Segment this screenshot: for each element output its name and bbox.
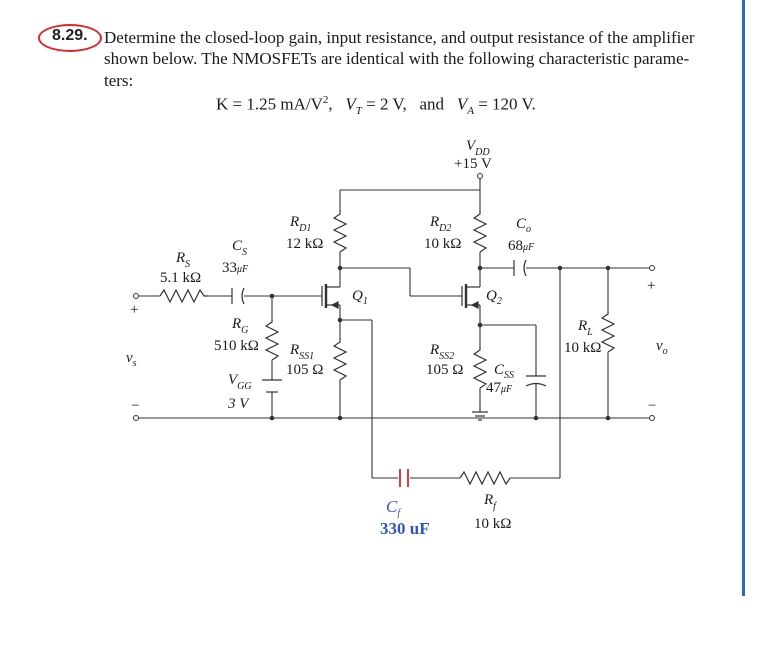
battery-vgg <box>262 379 282 393</box>
param-va-sub: A <box>467 105 474 118</box>
label-cf-name: Cf <box>386 497 401 519</box>
label-rs-value: 5.1 kΩ <box>160 270 201 286</box>
ground-symbol <box>472 405 488 421</box>
label-rss2-value: 105 Ω <box>426 362 463 378</box>
terminal-output-plus <box>649 265 655 271</box>
label-vgg-name: VGG <box>228 372 252 392</box>
terminal-output-minus <box>649 415 655 421</box>
problem-number: 8.29. <box>52 27 88 44</box>
label-rg-value: 510 kΩ <box>214 338 259 354</box>
label-vs: vs <box>126 350 137 369</box>
label-rs-name: RS <box>175 250 190 270</box>
resistor-rss1 <box>332 338 348 381</box>
label-rd1-value: 12 kΩ <box>286 236 323 252</box>
capacitors <box>231 259 547 387</box>
label-rd2-name: RD2 <box>429 214 451 234</box>
param-and: and <box>419 94 445 114</box>
label-rg-name: RG <box>231 316 248 336</box>
label-rf-name: Rf <box>483 492 497 512</box>
param-k-exp: 2 <box>322 94 329 106</box>
label-vgg-value: 3 V <box>227 396 250 412</box>
problem-text-line-2: shown below. The NMOSFETs are identical … <box>104 49 690 68</box>
resistor-rd1 <box>332 210 348 253</box>
label-output-minus: − <box>648 398 656 414</box>
page-edge-bar <box>742 0 745 596</box>
param-va-val: = 120 V. <box>473 94 536 114</box>
resistor-rf <box>459 470 511 486</box>
terminal-input-plus <box>133 293 139 299</box>
label-cs-value: 33μF <box>222 260 249 276</box>
capacitor-co <box>513 259 527 277</box>
resistor-rss2 <box>472 346 488 389</box>
junction-dots <box>269 265 611 421</box>
resistor-rs <box>159 288 208 304</box>
capacitor-cs <box>231 287 245 305</box>
label-rss2-name: RSS2 <box>429 342 454 362</box>
label-rss1-value: 105 Ω <box>286 362 323 378</box>
label-vdd-value: +15 V <box>454 156 492 172</box>
label-rd2-value: 10 kΩ <box>424 236 461 252</box>
label-rf-value: 10 kΩ <box>474 516 511 532</box>
problem-number-badge: 8.29. <box>38 24 102 52</box>
label-rl-value: 10 kΩ <box>564 340 601 356</box>
param-k: K = 1.25 mA/V <box>216 94 323 114</box>
parameter-line: K = 1.25 mA/V2, VT = 2 V, and VA = 120 V… <box>216 94 536 117</box>
terminal-vdd <box>477 173 483 179</box>
resistors <box>159 210 616 486</box>
param-vt-sub: T <box>355 105 362 118</box>
label-vdd-name: VDD <box>466 138 490 158</box>
mosfet-q1 <box>321 284 340 309</box>
resistor-rl <box>600 310 616 353</box>
param-va: V <box>456 94 468 114</box>
label-co-name: Co <box>516 216 531 235</box>
label-q1: Q1 <box>352 288 368 307</box>
label-css-name: CSS <box>494 362 514 381</box>
problem-text-line-1: Determine the closed-loop gain, input re… <box>104 28 695 47</box>
label-input-minus: − <box>131 398 139 414</box>
label-q2: Q2 <box>486 288 502 307</box>
label-css-value: 47μF <box>486 380 513 396</box>
capacitor-cf <box>399 469 409 487</box>
capacitor-css <box>525 375 547 387</box>
label-vo: vo <box>656 338 668 357</box>
resistor-rg <box>264 318 280 361</box>
param-vt: V <box>345 94 356 114</box>
label-output-plus: + <box>647 278 655 294</box>
label-cs-name: CS <box>232 238 247 258</box>
circuit-wires <box>138 178 650 479</box>
label-cf-value: 330 uF <box>380 519 430 538</box>
param-k-sep: , <box>328 94 333 114</box>
param-vt-val: = 2 V, <box>361 94 407 114</box>
problem-text-line-3: ters: <box>104 71 134 90</box>
terminal-input-minus <box>133 415 139 421</box>
label-rl-name: RL <box>577 318 593 338</box>
label-input-plus: + <box>130 302 138 318</box>
label-co-value: 68μF <box>508 238 535 254</box>
resistor-rd2 <box>472 210 488 253</box>
highlight-oval <box>38 24 102 52</box>
label-rss1-name: RSS1 <box>289 342 314 362</box>
mosfet-q2 <box>461 284 480 309</box>
label-rd1-name: RD1 <box>289 214 311 234</box>
